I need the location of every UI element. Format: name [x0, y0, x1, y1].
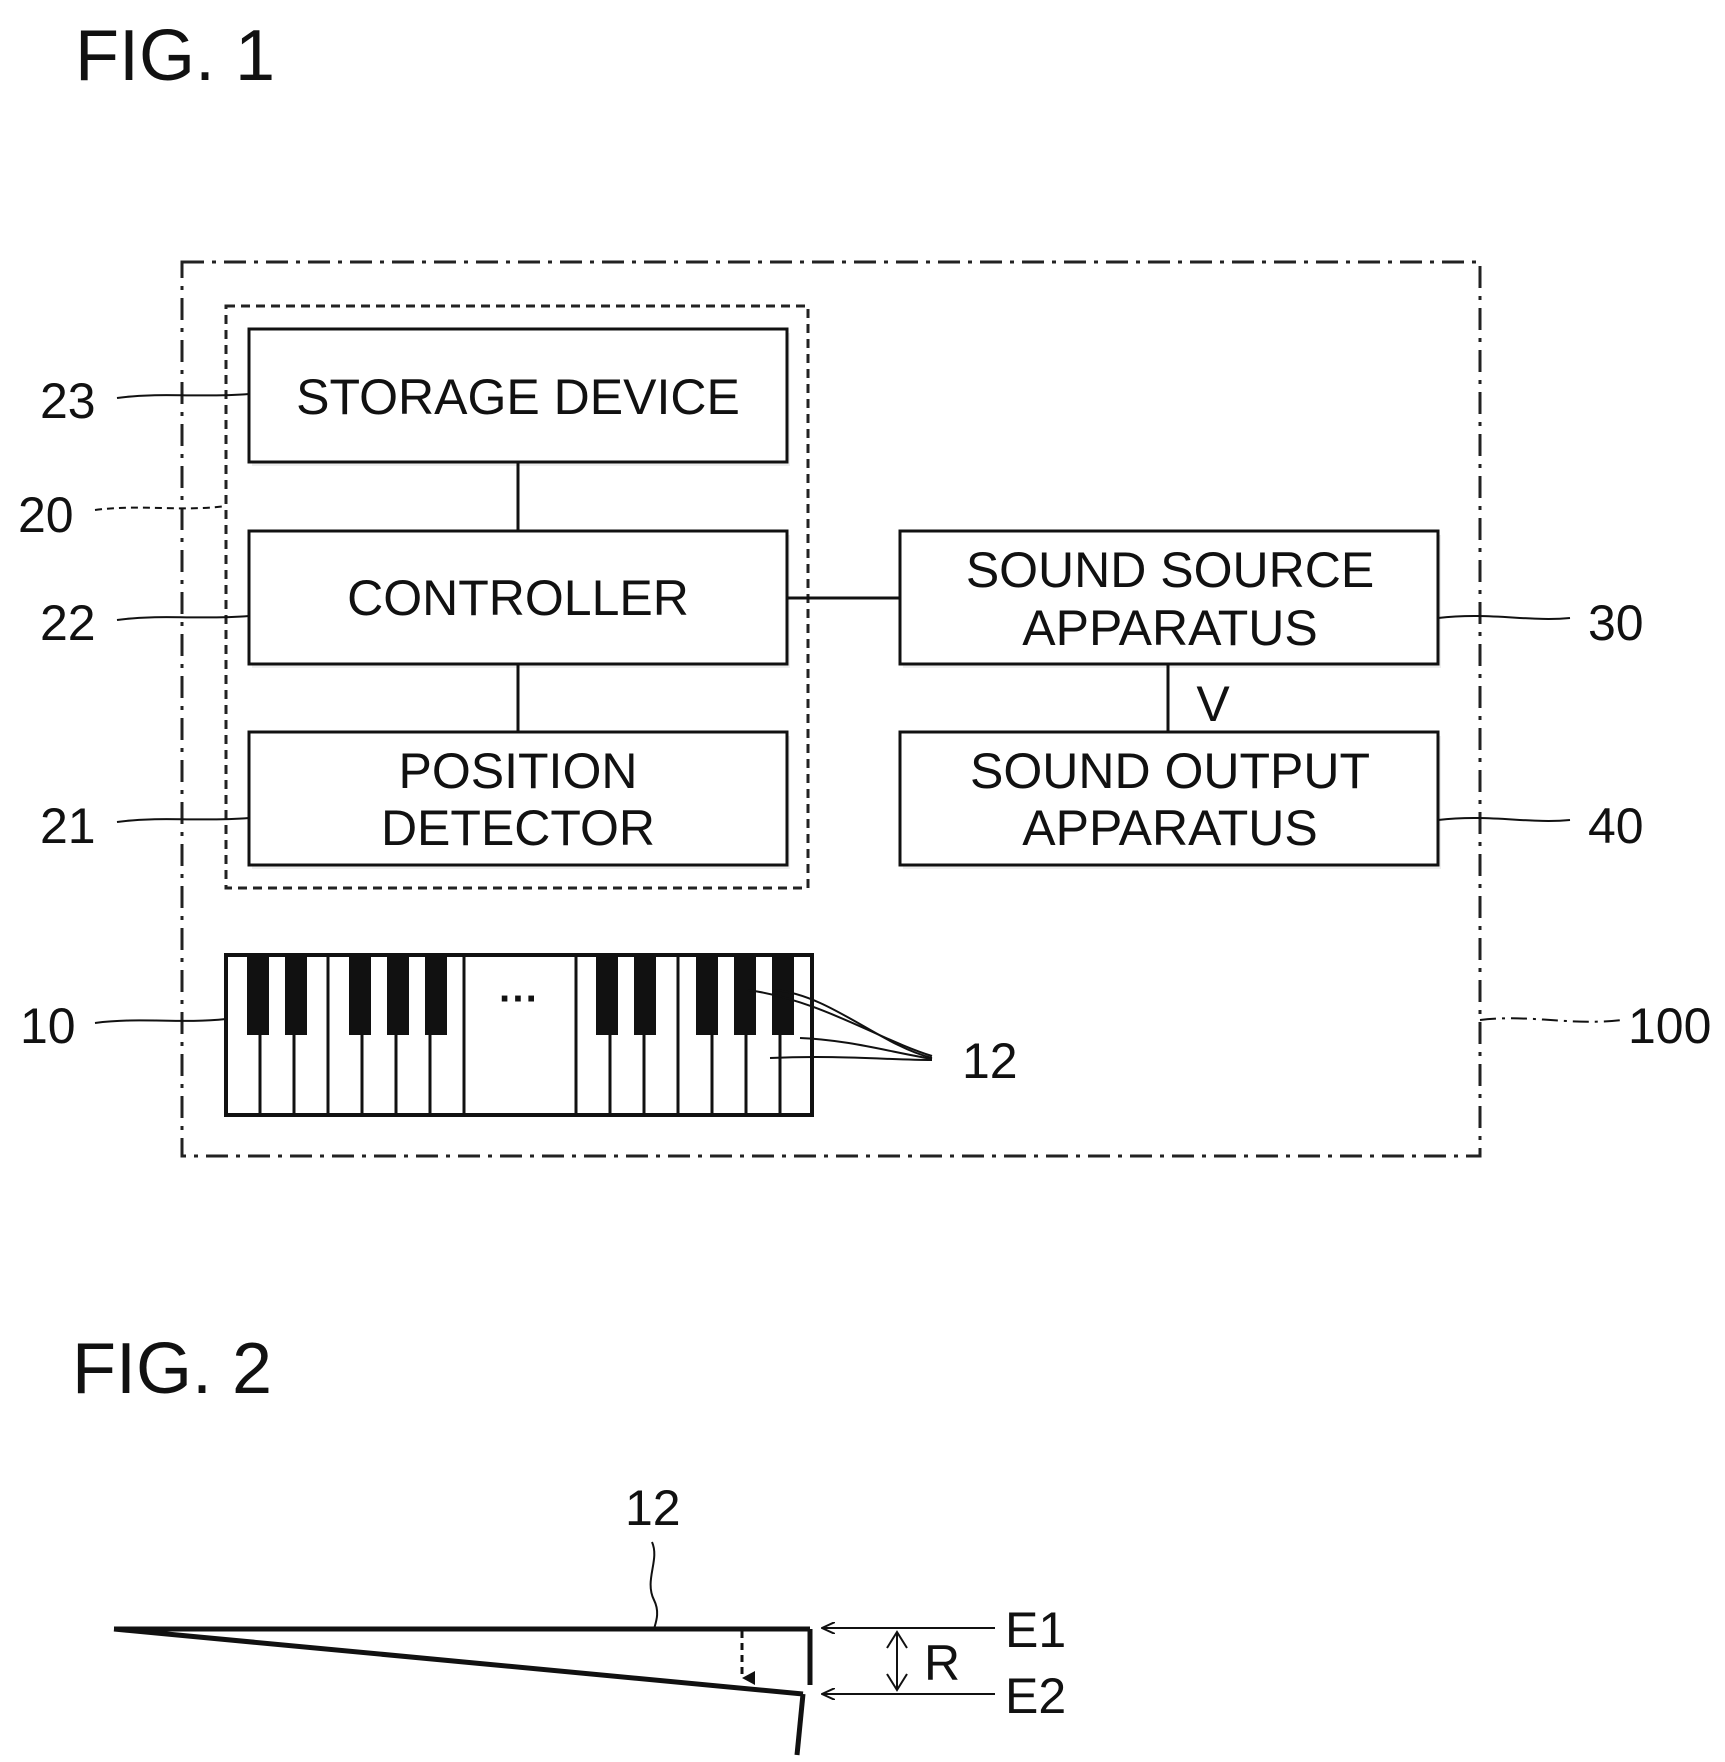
ref-22: 22: [40, 595, 96, 651]
leader-100: [1480, 1018, 1622, 1021]
ref-30: 30: [1588, 595, 1644, 651]
position-detector-label-line2: DETECTOR: [381, 800, 655, 856]
position-detector-block: POSITION DETECTOR: [249, 732, 790, 869]
black-key: [349, 957, 371, 1035]
fig2-title: FIG. 2: [72, 1329, 272, 1409]
black-key: [634, 957, 656, 1035]
range-r-arrow: [887, 1632, 907, 1690]
e2-label: E2: [1005, 1668, 1066, 1724]
black-key: [247, 957, 269, 1035]
sound-source-label-line1: SOUND SOURCE: [966, 542, 1374, 598]
storage-device-block: STORAGE DEVICE: [249, 329, 790, 466]
sound-output-block: SOUND OUTPUT APPARATUS: [900, 732, 1441, 869]
range-r-label: R: [924, 1635, 960, 1691]
keyboard-ellipsis: ···: [499, 977, 539, 1021]
keyboard: ···: [226, 955, 812, 1115]
e1-label: E1: [1005, 1602, 1066, 1658]
fig1-title: FIG. 1: [75, 16, 275, 96]
black-key: [285, 957, 307, 1035]
ref-12-fig1: 12: [962, 1033, 1018, 1089]
black-key: [387, 957, 409, 1035]
ref-40: 40: [1588, 798, 1644, 854]
leader-30: [1438, 616, 1570, 619]
ref-20: 20: [18, 487, 74, 543]
controller-label: CONTROLLER: [347, 570, 689, 626]
sound-output-label-line1: SOUND OUTPUT: [970, 743, 1370, 799]
leader-22: [117, 616, 249, 620]
key-side-view: [114, 1629, 810, 1755]
signal-v-label: V: [1196, 676, 1230, 732]
storage-device-label: STORAGE DEVICE: [296, 369, 740, 425]
sound-source-label-line2: APPARATUS: [1022, 600, 1317, 656]
leader-12-fig2: [651, 1542, 658, 1629]
position-detector-label-line1: POSITION: [399, 743, 638, 799]
controller-block: CONTROLLER: [249, 531, 790, 668]
ref-23: 23: [40, 373, 96, 429]
sound-source-block: SOUND SOURCE APPARATUS: [900, 531, 1441, 668]
leader-20: [95, 506, 226, 510]
leader-40: [1438, 818, 1570, 821]
sound-output-label-line2: APPARATUS: [1022, 800, 1317, 856]
ref-100: 100: [1628, 998, 1711, 1054]
black-key: [696, 957, 718, 1035]
black-key: [425, 957, 447, 1035]
ref-10: 10: [20, 998, 76, 1054]
ref-12-fig2: 12: [625, 1480, 681, 1536]
black-key: [734, 957, 756, 1035]
black-key: [596, 957, 618, 1035]
ref-21: 21: [40, 798, 96, 854]
leader-10: [95, 1019, 226, 1023]
